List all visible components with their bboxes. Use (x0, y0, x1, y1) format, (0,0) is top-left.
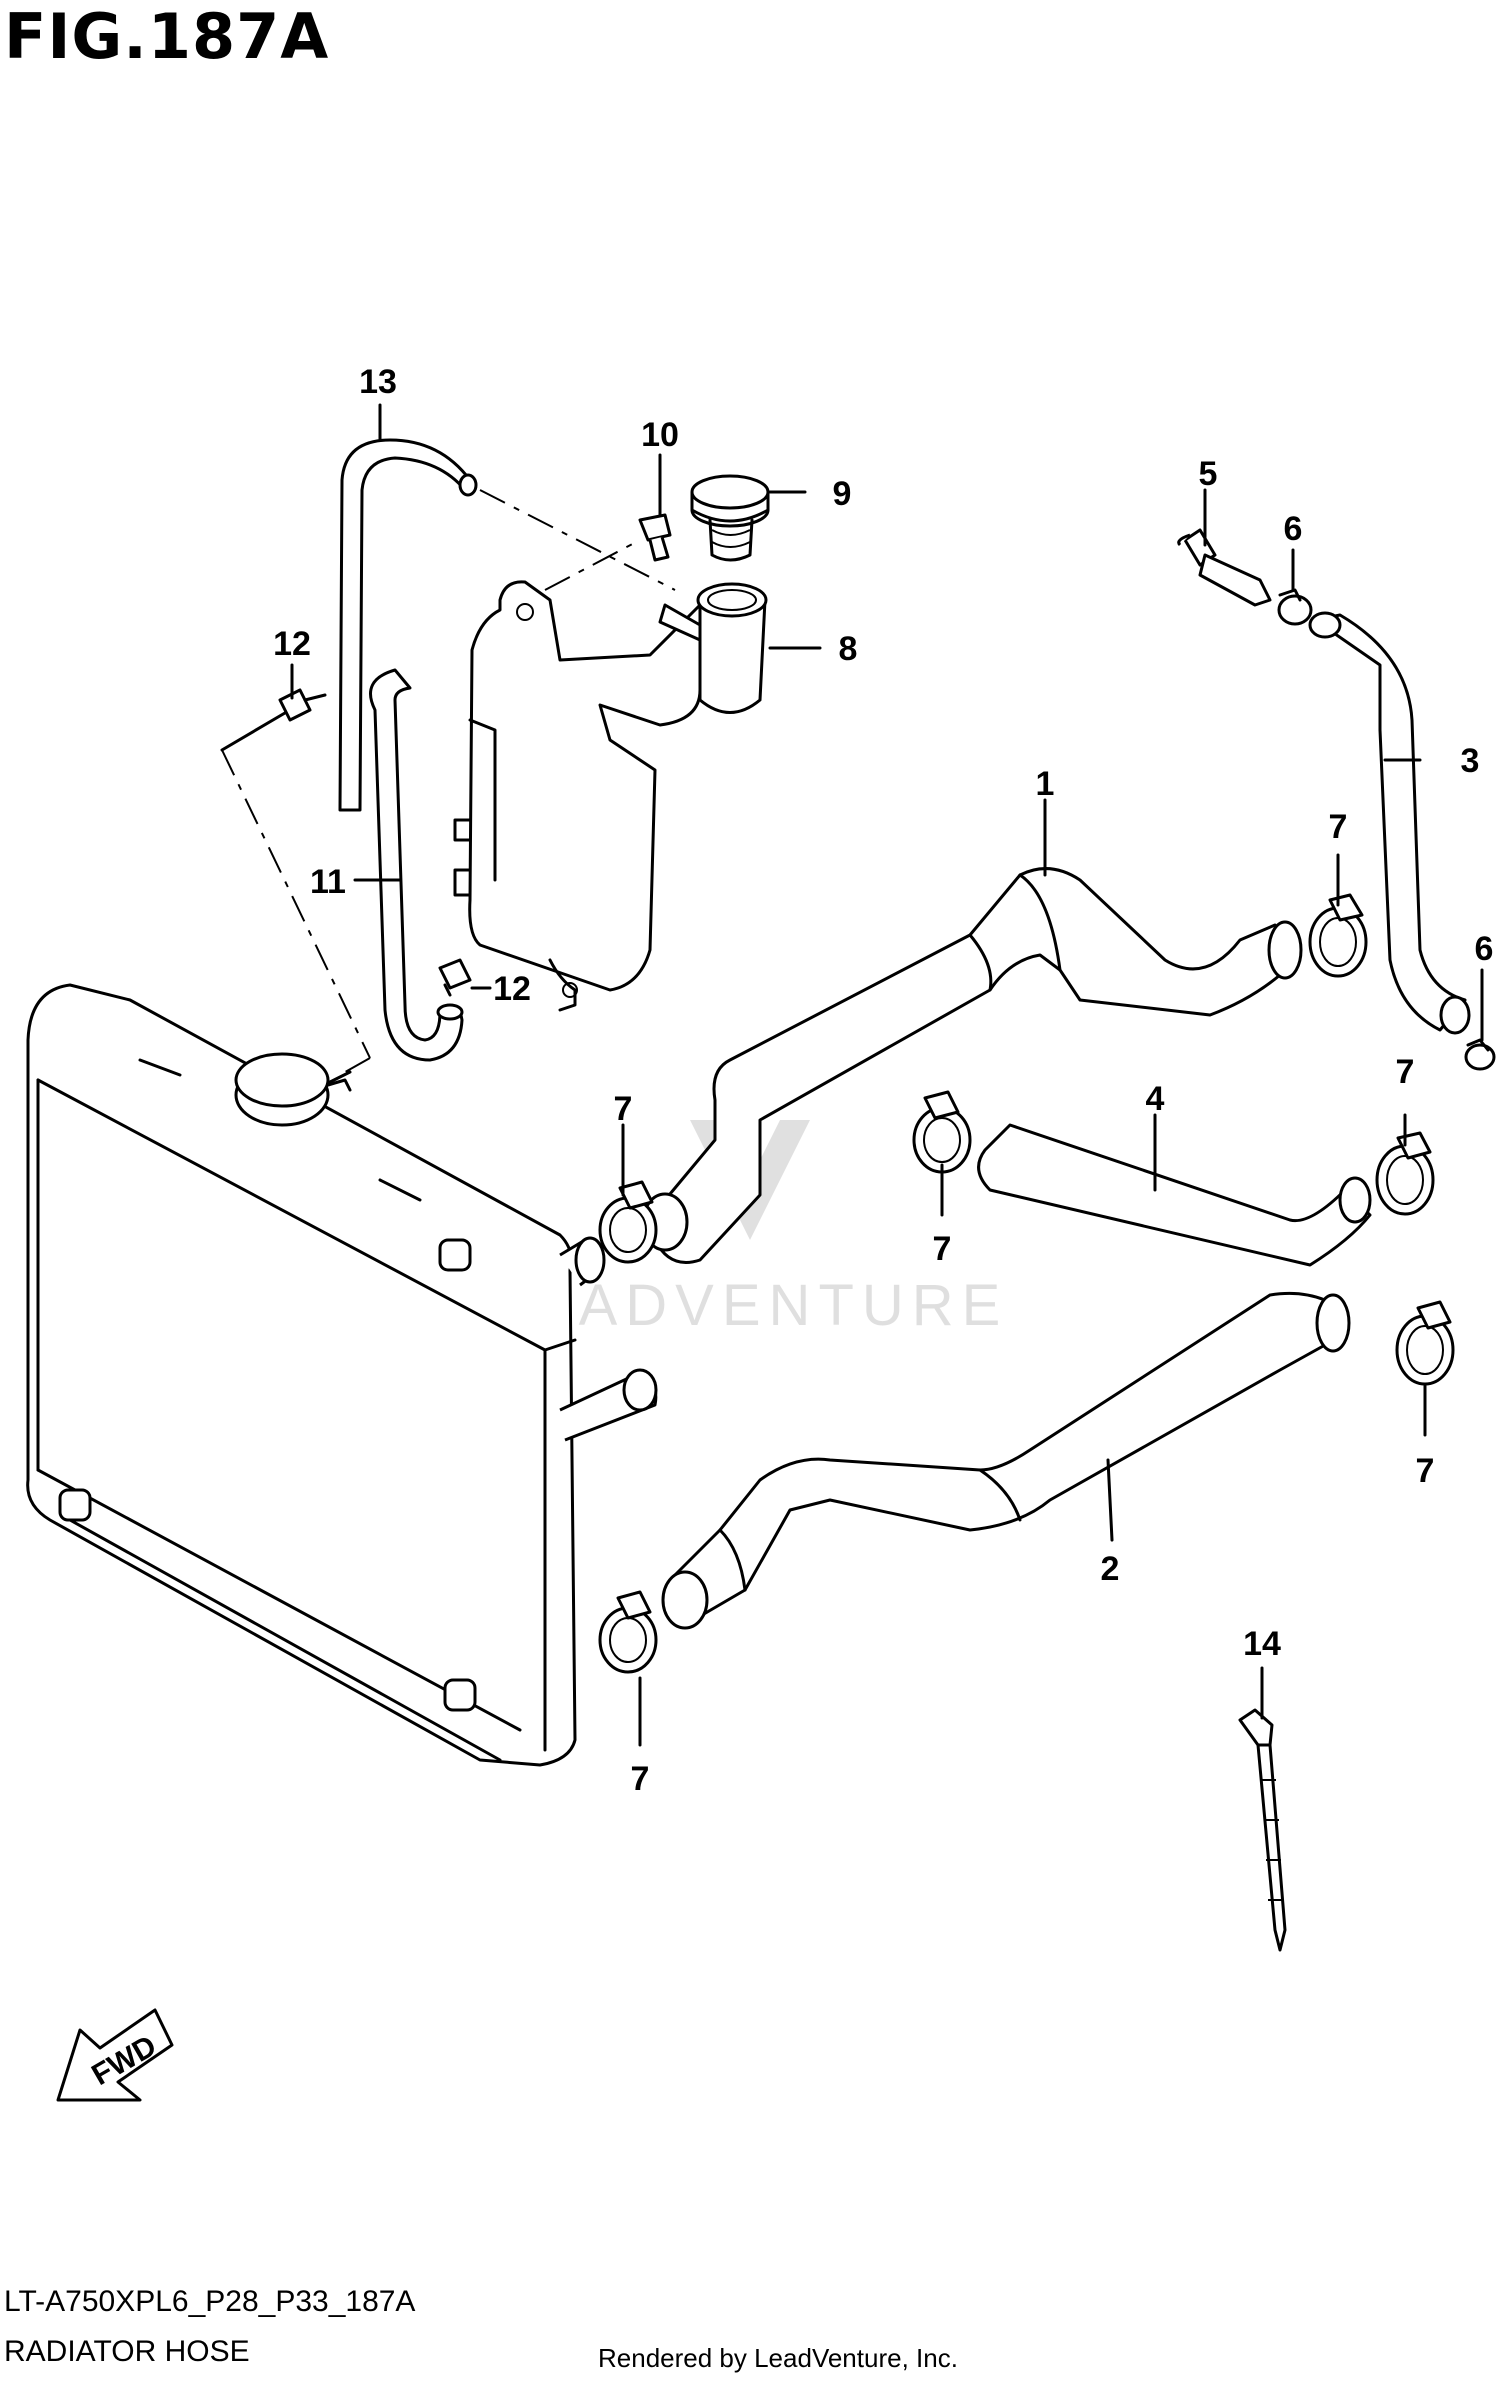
callout-7-d: 7 (614, 1090, 633, 1128)
reservoir-cap (690, 474, 770, 562)
callout-7-c: 7 (1396, 1053, 1415, 1091)
hose-clamp-7-c (1375, 1131, 1435, 1216)
callout-2: 2 (1101, 1550, 1120, 1588)
callout-3: 3 (1461, 742, 1480, 780)
hose-clamp-7-b (912, 1090, 972, 1174)
hose-clamp-7-a (1308, 893, 1368, 978)
leader-lines (290, 403, 1484, 1747)
hose-1 (641, 867, 1303, 1264)
callout-1: 1 (1036, 765, 1055, 803)
hose-clamp-7-e (1395, 1300, 1455, 1386)
bolt-10 (638, 513, 672, 562)
watermark-text: LEADVENTURE (492, 1273, 1009, 1338)
callout-6-upper: 6 (1284, 510, 1303, 548)
radiator (26, 983, 658, 1767)
fitting-5 (1177, 528, 1272, 607)
callout-12-upper: 12 (273, 625, 311, 663)
hose-13 (338, 438, 478, 812)
callout-11: 11 (310, 863, 346, 901)
callout-7-a: 7 (1329, 808, 1348, 846)
page-name: RADIATOR HOSE (4, 2335, 250, 2368)
model-code: LT-A750XPL6_P28_P33_187A (4, 2285, 416, 2318)
render-credit: Rendered by LeadVenture, Inc. (598, 2343, 958, 2373)
callout-7-b: 7 (933, 1230, 952, 1268)
reservoir-tank (453, 580, 768, 1012)
clip-12-upper (278, 688, 327, 722)
callout-10: 10 (641, 416, 679, 454)
callout-4: 4 (1146, 1080, 1165, 1118)
hose-2 (661, 1291, 1351, 1630)
callout-7-f: 7 (631, 1760, 650, 1798)
hose-clamp-7-f (598, 1590, 658, 1674)
hose-3 (1308, 611, 1471, 1035)
callout-9: 9 (833, 475, 852, 513)
callout-13: 13 (359, 363, 397, 401)
callout-7-e: 7 (1416, 1452, 1435, 1490)
callout-6-lower: 6 (1475, 930, 1494, 968)
callout-5: 5 (1199, 455, 1218, 493)
clip-6-upper (1277, 588, 1313, 626)
callout-12-lower: 12 (493, 970, 531, 1008)
clip-6-lower (1464, 1038, 1496, 1071)
hose-4 (977, 1123, 1372, 1267)
hose-11 (369, 668, 464, 1062)
cable-tie-14 (1238, 1708, 1287, 1952)
callouts: 1 2 3 4 5 6 6 7 7 7 7 7 7 8 9 10 11 12 1… (273, 363, 1493, 1798)
clip-12-lower (438, 958, 472, 997)
figure-title: FIG.187A (4, 0, 330, 73)
forward-arrow: FWD (56, 2008, 174, 2102)
hose-clamp-7-d (598, 1180, 658, 1264)
callout-14: 14 (1243, 1625, 1281, 1663)
callout-8: 8 (839, 630, 858, 668)
